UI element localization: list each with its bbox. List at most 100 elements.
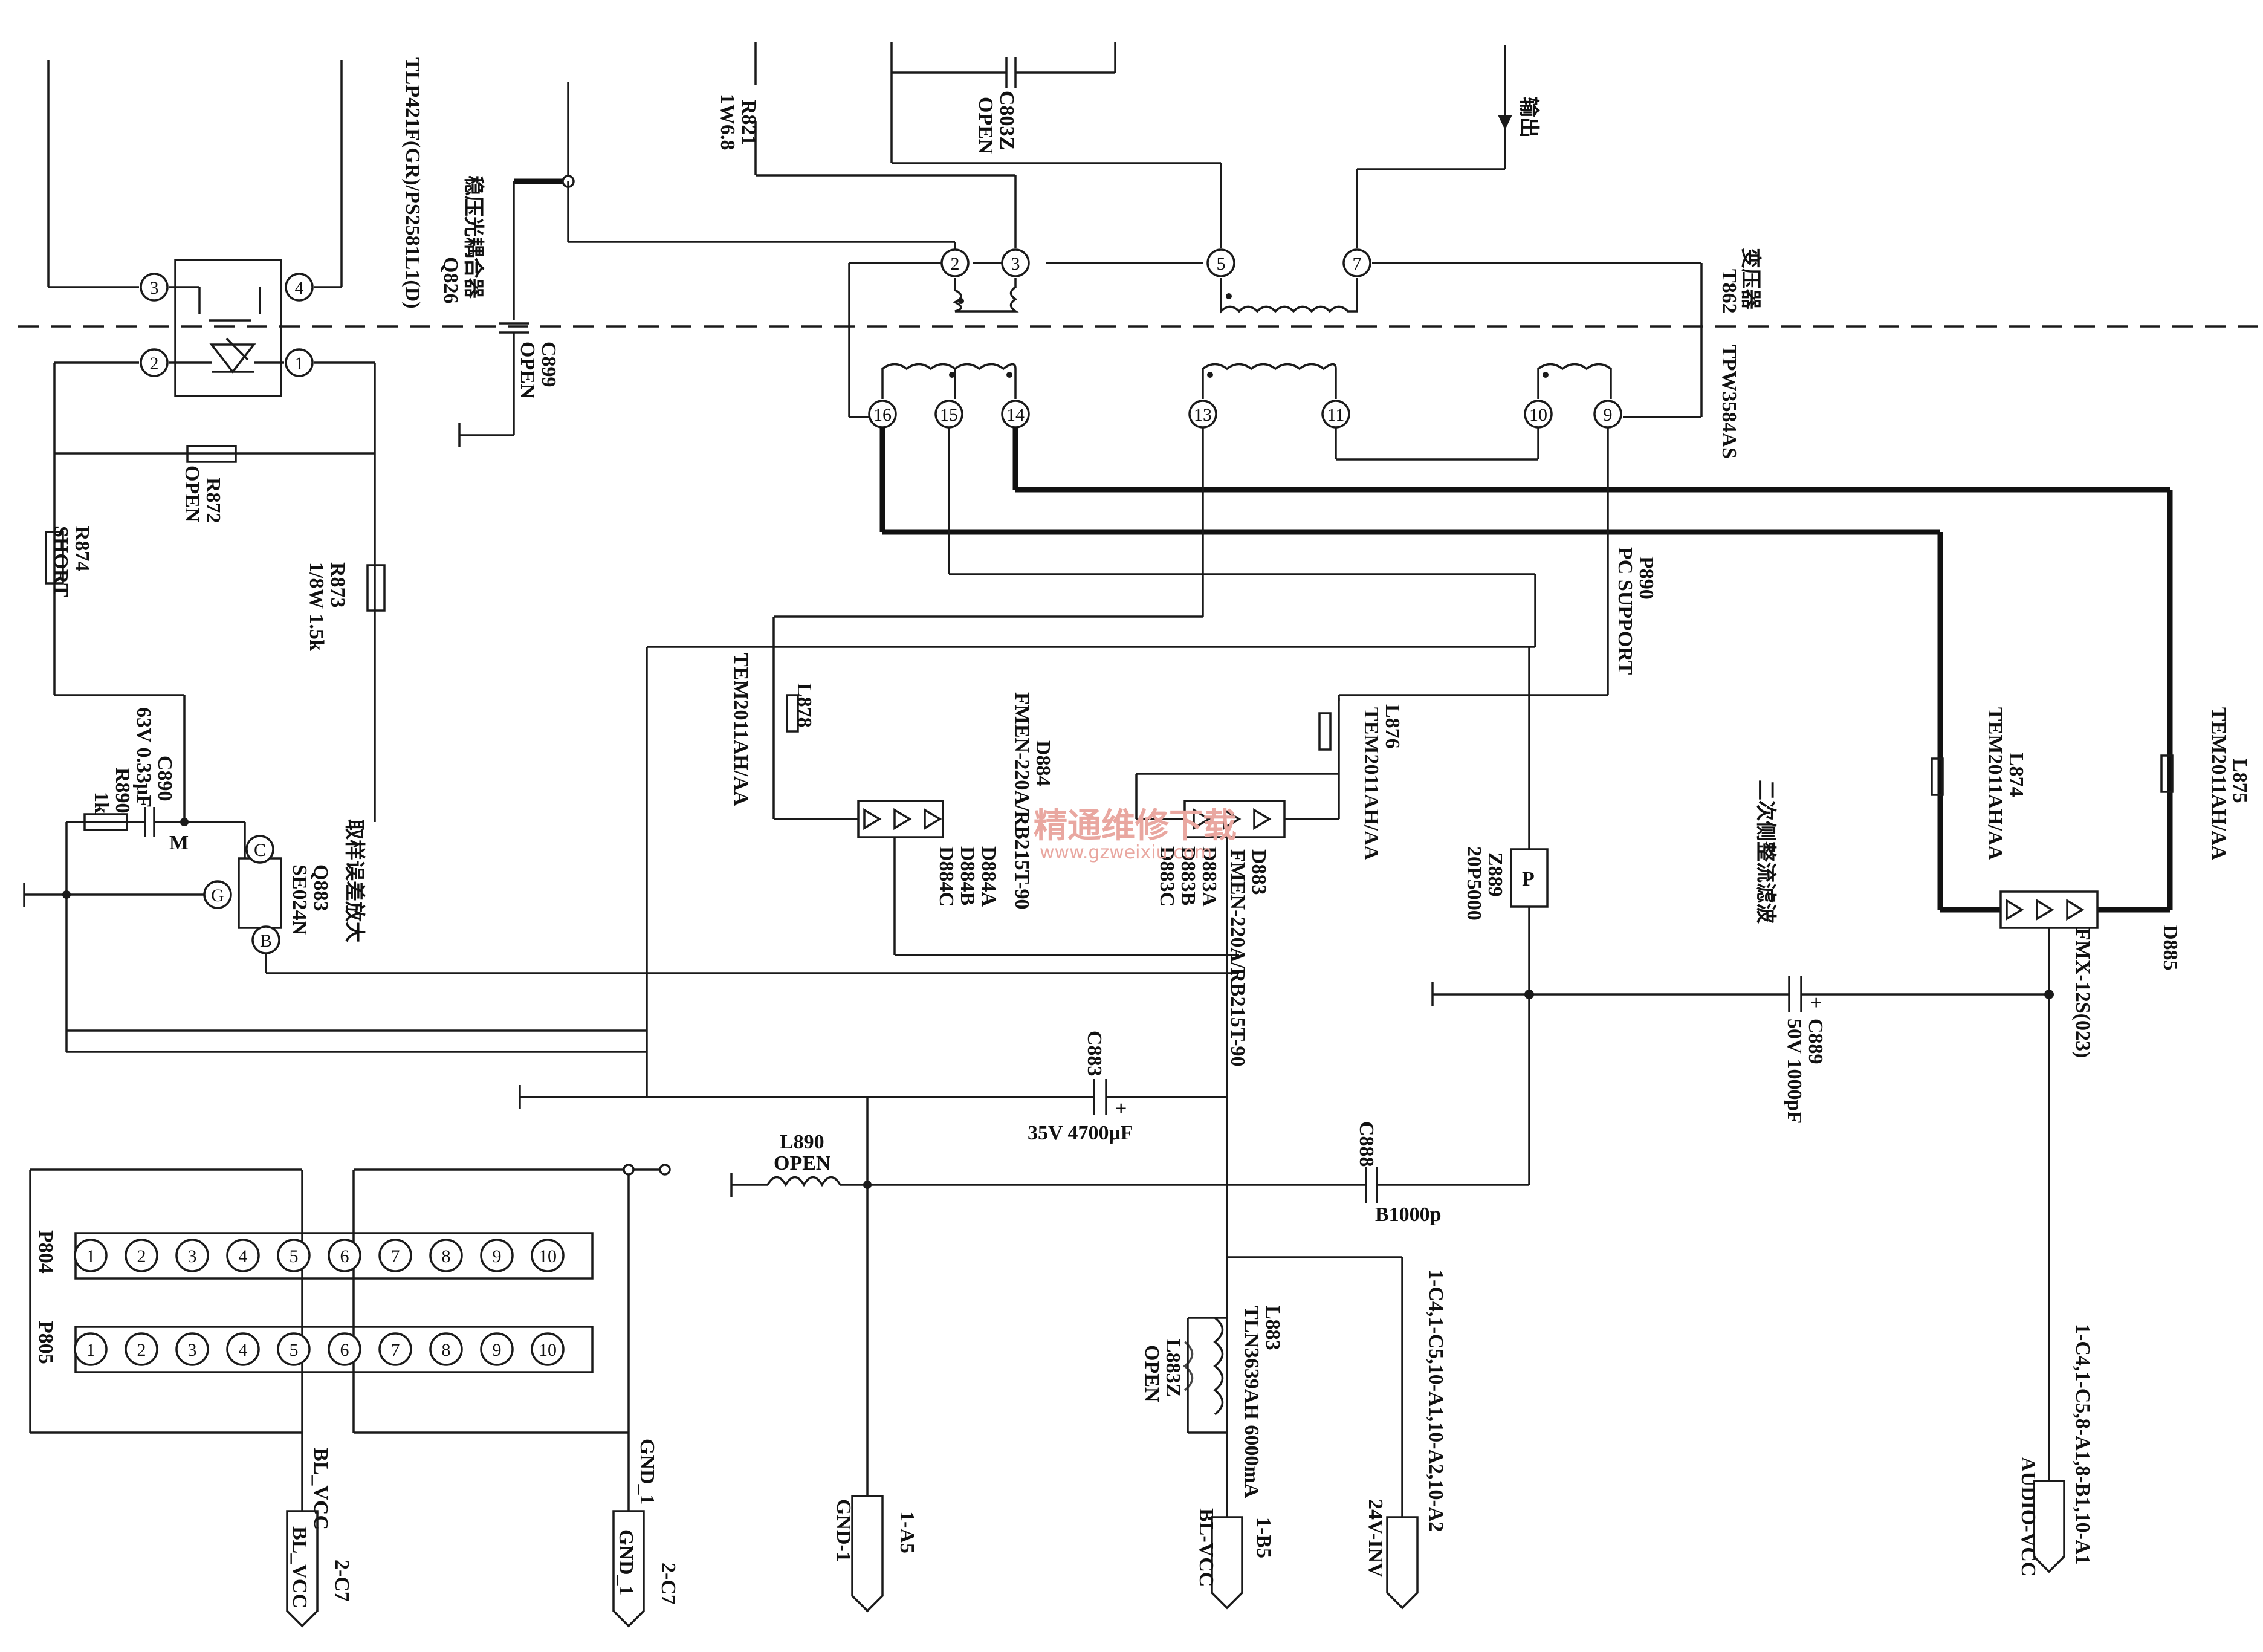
offpage-bl-vcc-text: BL_VCC bbox=[288, 1526, 311, 1608]
p805-pin-10: 10 bbox=[539, 1340, 557, 1360]
p804-pin-circle bbox=[429, 1239, 463, 1272]
output-label: 输出 bbox=[1517, 97, 1540, 138]
l883z-ref: L883Z bbox=[1162, 1339, 1184, 1397]
p805-pin-4: 4 bbox=[239, 1340, 248, 1360]
p804-connector: 12345678910 bbox=[74, 1232, 594, 1280]
p804-pin-circle bbox=[74, 1239, 108, 1272]
l874-ref: L874 bbox=[2005, 753, 2027, 797]
p804-ref: P804 bbox=[34, 1230, 57, 1274]
c899-ref: C899 bbox=[537, 342, 560, 387]
l875-part: TEM2011AH/AA bbox=[2207, 707, 2230, 861]
offpage-blvcc-ref: 1-B5 bbox=[1252, 1517, 1275, 1558]
p804-pin-circle bbox=[125, 1239, 158, 1272]
r821-resistor bbox=[748, 85, 763, 121]
offpage-gnd-1-text: GND_1 bbox=[615, 1529, 637, 1596]
c883-value: 35V 4700μF bbox=[1028, 1122, 1133, 1144]
l883-inductor-group: L883 TLN3639AH 6000mA L883Z OPEN bbox=[1141, 1256, 1403, 1517]
z889-pin-p: P bbox=[1522, 868, 1535, 890]
d884-ref: D884 bbox=[1032, 740, 1054, 786]
c889-capacitor: + C889 50V 1000pF bbox=[1431, 976, 2049, 1124]
opto-part-label: TLP421F(GR)/PS2581L1(D) bbox=[401, 57, 424, 309]
p804-pin-3: 3 bbox=[188, 1246, 197, 1266]
d884a-label: D884A bbox=[977, 846, 1000, 907]
r873-ref: R873 bbox=[326, 562, 349, 608]
bl-vcc-net-label: BL_VCC bbox=[309, 1448, 332, 1530]
d883c-label: D883C bbox=[1156, 846, 1178, 907]
l878-ref: L878 bbox=[793, 683, 815, 728]
offpage-gnd-net-ref: 1-A5 bbox=[896, 1511, 918, 1553]
offpage-24v-inv: 24V-INV 1-C4,1-C5,10-A1,10-A2,10-A2 bbox=[1364, 1269, 1447, 1610]
p804-pin-circle bbox=[226, 1239, 260, 1272]
q883-ref: Q883 bbox=[309, 864, 332, 911]
l890-c888: L890 OPEN C888 B1000p bbox=[730, 1121, 1529, 1226]
c890-ref: C890 bbox=[154, 756, 176, 802]
p805-pin-circle bbox=[125, 1332, 158, 1366]
l876-inductor bbox=[1318, 712, 1332, 751]
offpage-bl-vcc-ref: 2-C7 bbox=[331, 1560, 353, 1602]
r872-value: OPEN bbox=[181, 465, 203, 523]
l874-part: TEM2011AH/AA bbox=[1984, 707, 2006, 861]
connector-block: 12345678910 12345678910 P804 P805 BL_VCC… bbox=[29, 1164, 671, 1530]
l890-ref: L890 bbox=[780, 1131, 824, 1153]
r874-resistor bbox=[45, 531, 64, 585]
q883-pin-g: G bbox=[211, 886, 224, 905]
c883-ref: C883 bbox=[1083, 1031, 1106, 1077]
t862-cn-label: 变压器 bbox=[1739, 248, 1762, 310]
p804-pin-circle bbox=[328, 1239, 361, 1272]
r873-value: 1/8W 1.5k bbox=[305, 562, 328, 651]
q883-transistor: C G B Q883 SE024N 取样误差放大 bbox=[203, 819, 1239, 974]
p804-pin-8: 8 bbox=[442, 1246, 451, 1266]
l878-part: TEM2011AH/AA bbox=[730, 653, 752, 806]
z889-value: 20P5000 bbox=[1463, 846, 1485, 921]
r874-value: SHORT bbox=[50, 526, 72, 597]
p890-value: PC SUPPORT bbox=[1614, 547, 1636, 675]
p804-pin-circle bbox=[480, 1239, 514, 1272]
p804-pin-9: 9 bbox=[493, 1246, 502, 1266]
r821-ref: R821 bbox=[737, 100, 760, 146]
c803z-ref: C803Z bbox=[996, 91, 1018, 150]
l878-inductor bbox=[786, 694, 799, 733]
c889-value: 50V 1000pF bbox=[1783, 1019, 1805, 1124]
t862-ref: T862 bbox=[1718, 269, 1740, 314]
c888-value: B1000p bbox=[1375, 1203, 1442, 1226]
p804-pin-7: 7 bbox=[391, 1246, 400, 1266]
l875-inductor bbox=[2160, 754, 2174, 793]
d885-part: FMX-12S(023) bbox=[2071, 928, 2094, 1058]
p805-pin-circle bbox=[74, 1332, 108, 1366]
d883-part: FMEN-220A/RB215T-90 bbox=[1226, 849, 1249, 1067]
q883-part: SE024N bbox=[288, 864, 311, 936]
d883b-label: D883B bbox=[1177, 846, 1199, 905]
c889-polarity: + bbox=[1810, 992, 1822, 1014]
t862-pin-11: 11 bbox=[1327, 405, 1345, 425]
p805-pin-circle bbox=[480, 1332, 514, 1366]
secondary-wiring bbox=[66, 427, 2173, 1097]
watermark-url: www.gzweixiu.com bbox=[1040, 842, 1212, 863]
r874-ref: R874 bbox=[71, 526, 93, 572]
p805-pin-7: 7 bbox=[391, 1340, 400, 1360]
opto-pin-1: 1 bbox=[295, 354, 304, 374]
opto-pin-3: 3 bbox=[150, 278, 159, 298]
opto-ref-label: Q826 bbox=[439, 257, 462, 303]
r821-value: 1W6.8 bbox=[716, 94, 739, 151]
opto-pin-2: 2 bbox=[150, 354, 159, 374]
t862-pin-3: 3 bbox=[1011, 254, 1020, 274]
t862-pin-14: 14 bbox=[1006, 405, 1025, 425]
opto-cn-label: 稳压光耦合器 bbox=[462, 175, 485, 299]
offpage-bl-vcc: BL_VCC 2-C7 bbox=[286, 1510, 353, 1628]
p805-pin-9: 9 bbox=[493, 1340, 502, 1360]
c899-branch: C899 OPEN bbox=[458, 82, 956, 447]
c888-ref: C888 bbox=[1355, 1121, 1378, 1167]
d883a-label: D883A bbox=[1198, 846, 1220, 907]
p804-pin-5: 5 bbox=[290, 1246, 299, 1266]
offpage-audio-text: AUDIO-VCC bbox=[2017, 1457, 2039, 1576]
t862-part: TPW3584AS bbox=[1718, 345, 1740, 459]
p805-pin-circle bbox=[429, 1332, 463, 1366]
p890-z889: P890 PC SUPPORT P Z889 20P5000 二次侧整流滤波 bbox=[1463, 547, 1777, 1185]
offpage-bl-vcc-2: BL-VCC 1-B5 bbox=[1195, 1508, 1275, 1610]
p804-pin-circle bbox=[175, 1239, 209, 1272]
d885-ref: D885 bbox=[2159, 925, 2181, 971]
offpage-inv-text: 24V-INV bbox=[1364, 1499, 1387, 1578]
t862-pin-13: 13 bbox=[1194, 405, 1212, 425]
d883-ref: D883 bbox=[1248, 849, 1270, 895]
